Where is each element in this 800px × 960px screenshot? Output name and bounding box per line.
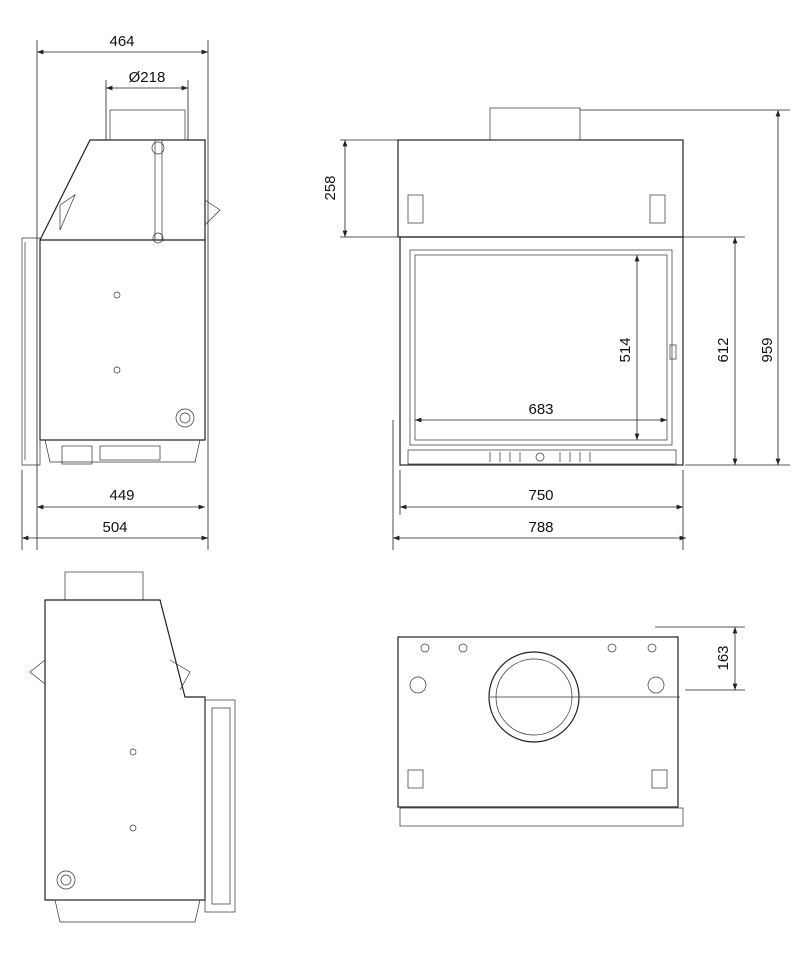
dim-total-depth: 504 — [102, 519, 127, 536]
dim-top-width: 464 — [109, 33, 134, 50]
dim-door-height: 612 — [715, 337, 732, 362]
dim-glass-height: 514 — [617, 337, 634, 362]
dim-inner-depth: 449 — [109, 487, 134, 504]
dim-glass-width: 683 — [528, 401, 553, 418]
front-view: 258 959 612 514 683 750 788 — [322, 107, 790, 550]
dim-front-total-width: 788 — [528, 519, 553, 536]
dim-flue-diameter: Ø218 — [129, 69, 166, 86]
dim-upper-height: 258 — [322, 175, 339, 200]
side-view-bottom — [29, 571, 236, 923]
dim-total-height: 959 — [759, 337, 776, 362]
top-view: 163 — [397, 626, 745, 827]
dim-front-inner-width: 750 — [528, 487, 553, 504]
dim-top-offset: 163 — [715, 645, 732, 670]
side-view-top: 464 Ø218 449 504 — [21, 33, 221, 550]
